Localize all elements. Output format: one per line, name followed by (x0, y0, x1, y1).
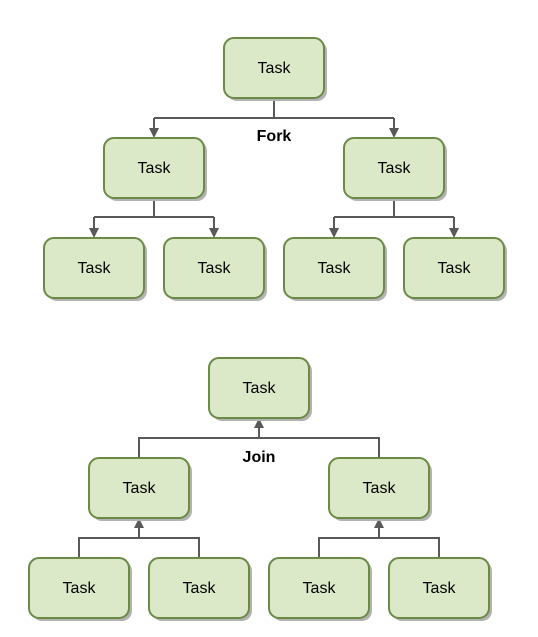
join-connector-right (318, 525, 440, 558)
svg-text:Task: Task (303, 580, 337, 597)
fork-arrowhead (149, 128, 159, 138)
svg-text:Task: Task (78, 260, 112, 277)
fork-arrowhead (209, 228, 219, 238)
svg-text:Task: Task (363, 480, 397, 497)
fork-arrowhead (449, 228, 459, 238)
fork-connector-right (333, 198, 455, 230)
join-arrowhead (134, 518, 144, 528)
fork-connector-root (153, 98, 395, 130)
fork-arrowhead (89, 228, 99, 238)
fork-leaf-task: Task (403, 237, 507, 301)
join-section: Join Task Task Task Task Task (28, 357, 492, 621)
fork-arrowhead (329, 228, 339, 238)
fork-task-left: Task (103, 137, 207, 201)
fork-leaf-task: Task (43, 237, 147, 301)
join-leaf-task: Task (148, 557, 252, 621)
svg-text:Task: Task (258, 60, 292, 77)
svg-text:Task: Task (378, 160, 412, 177)
fork-leaf-task: Task (283, 237, 387, 301)
svg-text:Task: Task (138, 160, 172, 177)
fork-label: Fork (257, 128, 292, 145)
join-root-task: Task (208, 357, 312, 421)
join-leaf-task: Task (268, 557, 372, 621)
svg-text:Task: Task (123, 480, 157, 497)
svg-text:Task: Task (438, 260, 472, 277)
fork-root-task: Task (223, 37, 327, 101)
svg-text:Task: Task (183, 580, 217, 597)
join-connector-left (78, 525, 200, 558)
svg-text:Task: Task (198, 260, 232, 277)
join-label: Join (243, 449, 276, 466)
join-task-right: Task (328, 457, 432, 521)
svg-text:Task: Task (63, 580, 97, 597)
fork-arrowhead (389, 128, 399, 138)
fork-leaf-task: Task (163, 237, 267, 301)
join-arrowhead (254, 418, 264, 428)
fork-connector-left (93, 198, 215, 230)
svg-text:Task: Task (318, 260, 352, 277)
fork-task-right: Task (343, 137, 447, 201)
join-arrowhead (374, 518, 384, 528)
join-task-left: Task (88, 457, 192, 521)
fork-section: Fork Task Task Task Task Task (43, 37, 507, 301)
join-leaf-task: Task (28, 557, 132, 621)
join-leaf-task: Task (388, 557, 492, 621)
svg-text:Task: Task (423, 580, 457, 597)
svg-text:Task: Task (243, 380, 277, 397)
